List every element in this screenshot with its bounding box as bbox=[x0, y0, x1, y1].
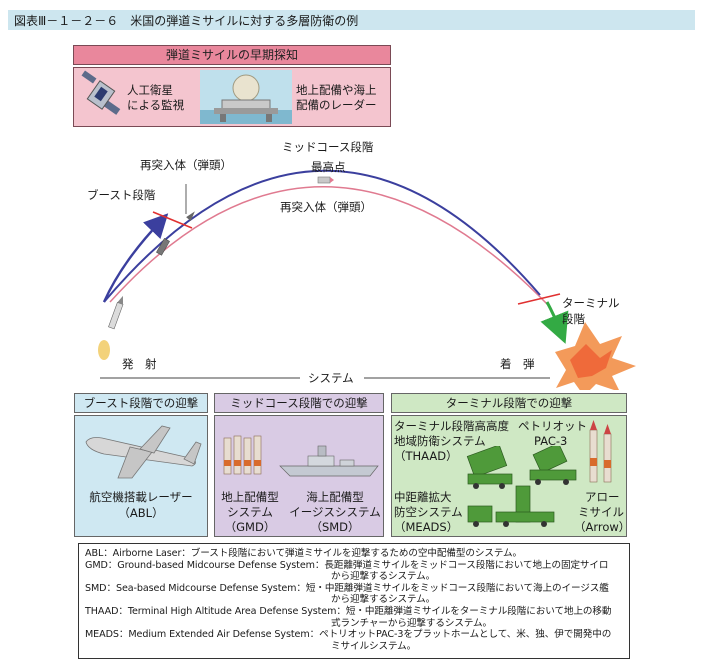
arrow-missile-icon bbox=[589, 420, 612, 483]
boost-panel bbox=[74, 415, 208, 537]
apex-label: 最高点 bbox=[311, 160, 346, 174]
arrow-label-2: ミサイル bbox=[578, 505, 624, 519]
airplane-icon bbox=[85, 425, 202, 479]
radar-icon bbox=[200, 70, 292, 124]
thaad-label-1: ターミナル段階高高度 bbox=[394, 419, 509, 433]
abl-label-2: （ABL） bbox=[118, 506, 164, 520]
trajectory-pink-arc bbox=[109, 186, 549, 306]
midcourse-panel-header: ミッドコース段階での迎撃 bbox=[214, 393, 384, 413]
reentry-vehicle-label-mid: 再突入体（弾頭） bbox=[280, 200, 372, 214]
arrow-label-1: アロー bbox=[585, 490, 620, 504]
legend-line: MEADS：Medium Extended Air Defense System… bbox=[85, 629, 612, 641]
terminal-intercept-mark bbox=[517, 293, 561, 305]
satellite-label-2: による監視 bbox=[127, 98, 185, 112]
trajectory-diagram bbox=[98, 169, 636, 390]
trajectory-blue-arc bbox=[103, 169, 541, 303]
pac3-label-1: ペトリオット bbox=[518, 419, 587, 433]
thaad-label-2: 地域防衛システム bbox=[394, 434, 486, 448]
title-bar bbox=[8, 10, 695, 30]
pac3-label-2: PAC-3 bbox=[534, 434, 568, 448]
launch-flame-icon bbox=[98, 340, 110, 360]
legend-line: ミサイルシステム。 bbox=[331, 640, 417, 652]
detection-header-label: 弾道ミサイルの早期探知 bbox=[165, 48, 298, 62]
terminal-arrow bbox=[540, 301, 569, 344]
figure-title: 図表Ⅲ－１－２－６ 米国の弾道ミサイルに対する多層防衛の例 bbox=[14, 14, 359, 28]
thaad-label-3: （THAAD） bbox=[394, 449, 458, 463]
abl-label-1: 航空機搭載レーザー bbox=[89, 490, 193, 504]
gmd-label-3: （GMD） bbox=[224, 520, 276, 534]
launcher-vehicles-icon bbox=[466, 446, 577, 527]
terminal-label-2: 段階 bbox=[562, 312, 585, 326]
meads-label-3: （MEADS） bbox=[394, 520, 459, 534]
gmd-interceptor-icon bbox=[223, 435, 262, 475]
gmd-label-2: システム bbox=[227, 505, 273, 519]
impact-label: 着 弾 bbox=[500, 357, 535, 371]
legend-line: GMD：Ground-based Midcourse Defense Syste… bbox=[85, 559, 609, 571]
reentry-vehicle-label-top: 再突入体（弾頭） bbox=[140, 158, 232, 172]
boost-intercept-mark bbox=[152, 211, 193, 229]
launch-missile-icon bbox=[108, 295, 124, 330]
satellite-icon bbox=[81, 70, 121, 115]
meads-label-2: 防空システム bbox=[394, 505, 463, 519]
boost-arrow bbox=[102, 213, 169, 303]
legend-line: SMD：Sea-based Midcourse Defense System：短… bbox=[85, 582, 609, 594]
smd-label-2: イージスシステム bbox=[289, 505, 381, 519]
reentry-vehicle-icon bbox=[186, 211, 195, 221]
radar-label-2: 配備のレーダー bbox=[296, 98, 377, 112]
smd-label-1: 海上配備型 bbox=[306, 490, 364, 504]
legend-line: THAAD：Terminal High Altitude Area Defens… bbox=[85, 605, 612, 617]
boost-stage-label: ブースト段階 bbox=[87, 188, 156, 202]
radar-label-1: 地上配備や海上 bbox=[296, 83, 377, 97]
boost-panel-header: ブースト段階での迎撃 bbox=[74, 393, 208, 413]
boost-stage-missile-icon bbox=[156, 238, 170, 256]
terminal-label-1: ターミナル bbox=[562, 296, 620, 310]
detection-header: 弾道ミサイルの早期探知 bbox=[73, 45, 391, 65]
apex-warhead-icon bbox=[317, 176, 334, 184]
legend-line: ABL：Airborne Laser：ブースト段階において弾道ミサイルを迎撃する… bbox=[85, 548, 523, 559]
system-label: システム bbox=[308, 371, 354, 385]
legend-line: から迎撃するシステム。 bbox=[331, 571, 436, 583]
terminal-panel-header: ターミナル段階での迎撃 bbox=[391, 393, 627, 413]
abbreviation-legend: ABL：Airborne Laser：ブースト段階において弾道ミサイルを迎撃する… bbox=[78, 543, 630, 659]
aegis-ship-icon bbox=[279, 445, 379, 477]
smd-label-3: （SMD） bbox=[310, 520, 360, 534]
arrow-label-3: （Arrow） bbox=[574, 520, 631, 534]
launch-label: 発 射 bbox=[122, 357, 157, 371]
satellite-label-1: 人工衛星 bbox=[127, 83, 173, 97]
meads-label-1: 中距離拡大 bbox=[394, 490, 452, 504]
legend-line: から迎撃するシステム。 bbox=[331, 594, 436, 606]
legend-lines: ABL：Airborne Laser：ブースト段階において弾道ミサイルを迎撃する… bbox=[79, 544, 629, 656]
legend-line: 式ランチャーから迎撃するシステム。 bbox=[331, 617, 493, 629]
midcourse-label: ミッドコース段階 bbox=[282, 140, 374, 154]
gmd-label-1: 地上配備型 bbox=[221, 490, 279, 504]
